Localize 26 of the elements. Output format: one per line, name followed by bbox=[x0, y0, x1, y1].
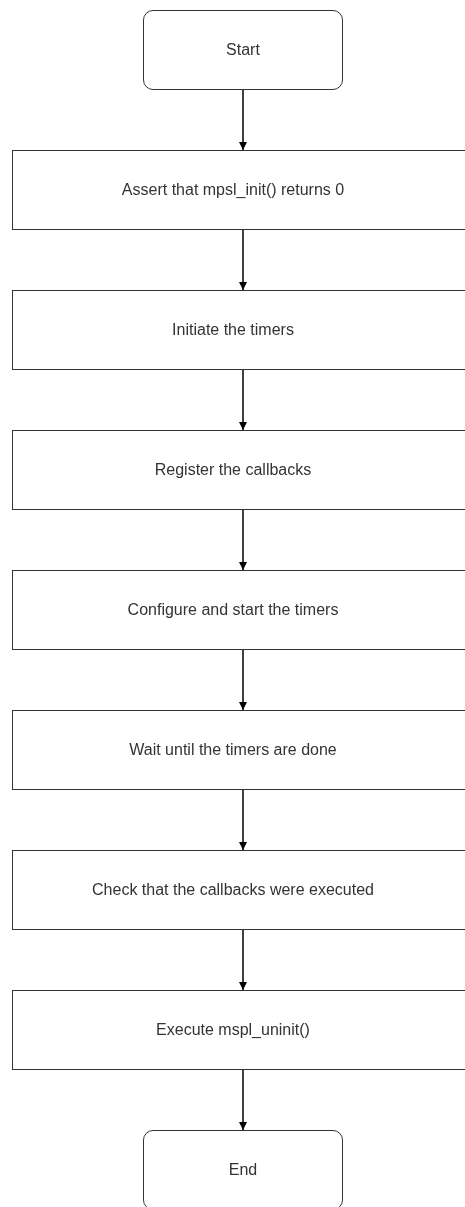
process-box bbox=[12, 990, 465, 1070]
arrow bbox=[239, 649, 247, 711]
step-text: End bbox=[228, 1160, 258, 1180]
terminal-box bbox=[143, 10, 343, 90]
step-text: Register the callbacks bbox=[154, 460, 313, 480]
arrow bbox=[239, 509, 247, 571]
process-box bbox=[12, 570, 465, 650]
step-text: Check that the callbacks were executed bbox=[92, 880, 375, 900]
step-text: Configure and start the timers bbox=[127, 600, 340, 620]
process-box bbox=[12, 290, 465, 370]
arrow bbox=[239, 89, 247, 151]
process-box bbox=[12, 710, 465, 790]
process-box bbox=[12, 850, 465, 930]
process-box bbox=[12, 430, 465, 510]
arrow bbox=[239, 929, 247, 991]
step-text: Wait until the timers are done bbox=[129, 740, 338, 760]
step-text: Assert that mpsl_init() returns 0 bbox=[121, 180, 346, 200]
process-box bbox=[12, 150, 465, 230]
arrow bbox=[239, 229, 247, 291]
terminal-box bbox=[143, 1130, 343, 1207]
step-text: Initiate the timers bbox=[172, 320, 295, 340]
step-text: Execute mspl_uninit() bbox=[156, 1020, 311, 1040]
step-text: Start bbox=[226, 40, 260, 60]
arrow bbox=[239, 369, 247, 431]
arrow bbox=[239, 789, 247, 851]
arrow bbox=[239, 1069, 247, 1131]
